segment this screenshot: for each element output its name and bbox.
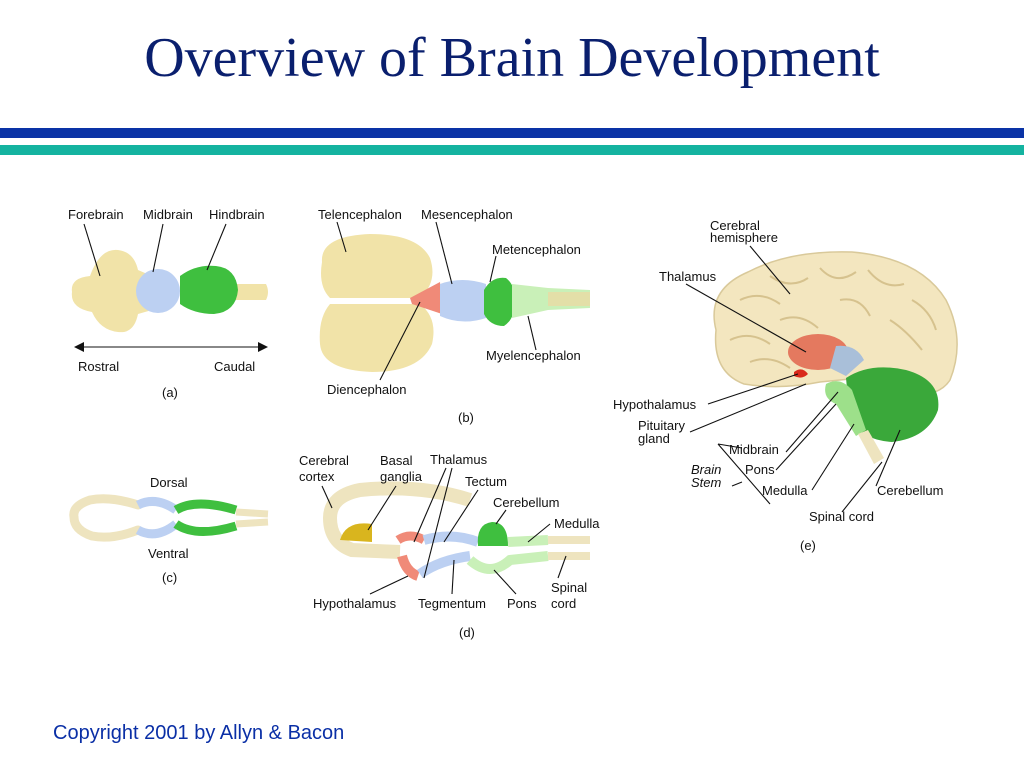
panel-c: Dorsal Ventral (c) (69, 475, 269, 585)
label-pituitary-1: Pituitary (638, 418, 685, 433)
label-cerebral-cortex-2: cortex (299, 469, 335, 484)
spinal-cord-e (858, 430, 884, 464)
brain-stem-bracket (717, 443, 771, 505)
medulla-pons-d (466, 535, 549, 574)
hypothalamus-e (794, 369, 808, 378)
label-cerebellum-d: Cerebellum (493, 495, 559, 510)
forebrain-shape (71, 249, 152, 333)
gyri-e (729, 267, 937, 369)
panel-e-label: (e) (800, 538, 816, 553)
neural-tube-c-cream (69, 494, 143, 542)
thalamus-d (395, 531, 427, 545)
arrow-caudal (258, 342, 268, 352)
title-rule-teal (0, 145, 1024, 155)
label-pituitary-2: gland (638, 431, 670, 446)
panel-e: Cerebral hemisphere Thalamus Hypothalamu… (613, 218, 958, 553)
label-midbrain-e: Midbrain (729, 442, 779, 457)
basal-ganglia-d (340, 523, 372, 542)
label-diencephalon: Diencephalon (327, 382, 407, 397)
label-basal-ganglia-2: ganglia (380, 469, 423, 484)
spinal-cord-d (548, 536, 590, 560)
label-caudal: Caudal (214, 359, 255, 374)
metencephalon-shape (484, 277, 515, 326)
label-spinal-cord-d-1: Spinal (551, 580, 587, 595)
label-ventral: Ventral (148, 546, 189, 561)
label-rostral: Rostral (78, 359, 119, 374)
label-midbrain: Midbrain (143, 207, 193, 222)
label-cerebral-cortex-1: Cerebral (299, 453, 349, 468)
label-pons-d: Pons (507, 596, 537, 611)
label-basal-ganglia-1: Basal (380, 453, 413, 468)
panel-b: Telencephalon Mesencephalon Metencephalo… (318, 207, 590, 425)
label-spinal-cord-e: Spinal cord (809, 509, 874, 524)
label-telencephalon: Telencephalon (318, 207, 402, 222)
label-metencephalon: Metencephalon (492, 242, 581, 257)
panel-c-label: (c) (162, 570, 177, 585)
midbrain-shape (136, 269, 180, 313)
panel-d-label: (d) (459, 625, 475, 640)
panel-a: Forebrain Midbrain Hindbrain Rostral Cau… (68, 207, 268, 400)
label-myelencephalon: Myelencephalon (486, 348, 581, 363)
panel-a-label: (a) (162, 385, 178, 400)
midbrain-d (417, 531, 480, 579)
label-tectum: Tectum (465, 474, 507, 489)
label-medulla-e: Medulla (762, 483, 808, 498)
label-thalamus-d: Thalamus (430, 452, 488, 467)
neural-tube-c-green (173, 499, 238, 537)
hindbrain-shape (180, 265, 238, 314)
cerebellum-e (846, 367, 939, 442)
spinal-tail-a (228, 284, 268, 300)
label-cerebellum-e: Cerebellum (877, 483, 943, 498)
label-mesencephalon: Mesencephalon (421, 207, 513, 222)
neural-tube-c-tail (235, 508, 269, 528)
label-forebrain: Forebrain (68, 207, 124, 222)
telencephalon-upper (321, 234, 433, 298)
label-spinal-cord-d-2: cord (551, 596, 576, 611)
midbrain-e (830, 345, 864, 376)
label-medulla-d: Medulla (554, 516, 600, 531)
label-cerebral-hemisphere-2: hemisphere (710, 230, 778, 245)
cerebral-hemisphere-e (713, 251, 958, 397)
label-thalamus-e: Thalamus (659, 269, 717, 284)
label-hypothalamus-e: Hypothalamus (613, 397, 697, 412)
label-brain-stem-2: Stem (691, 475, 722, 490)
copyright-notice: Copyright 2001 by Allyn & Bacon (53, 722, 345, 744)
slide-title: Overview of Brain Development (144, 27, 880, 89)
label-dorsal: Dorsal (150, 475, 188, 490)
telencephalon-lower (319, 304, 434, 372)
spinal-cord-b (548, 292, 590, 306)
label-pons-e: Pons (745, 462, 775, 477)
title-rule-blue (0, 128, 1024, 138)
neural-tube-c-blue (135, 496, 179, 539)
arrow-rostral (74, 342, 84, 352)
panel-b-label: (b) (458, 410, 474, 425)
cortex-d (322, 481, 473, 559)
label-tegmentum: Tegmentum (418, 596, 486, 611)
cerebellum-d (477, 522, 508, 546)
hypothalamus-d (397, 554, 420, 581)
panel-d: Cerebral cortex Basal ganglia Thalamus T… (299, 452, 600, 640)
label-hindbrain: Hindbrain (209, 207, 265, 222)
mesencephalon-shape (440, 280, 486, 322)
label-brain-stem-1: Brain (691, 462, 721, 477)
label-cerebral-hemisphere-1: Cerebral (710, 218, 760, 233)
label-hypothalamus-d: Hypothalamus (313, 596, 397, 611)
